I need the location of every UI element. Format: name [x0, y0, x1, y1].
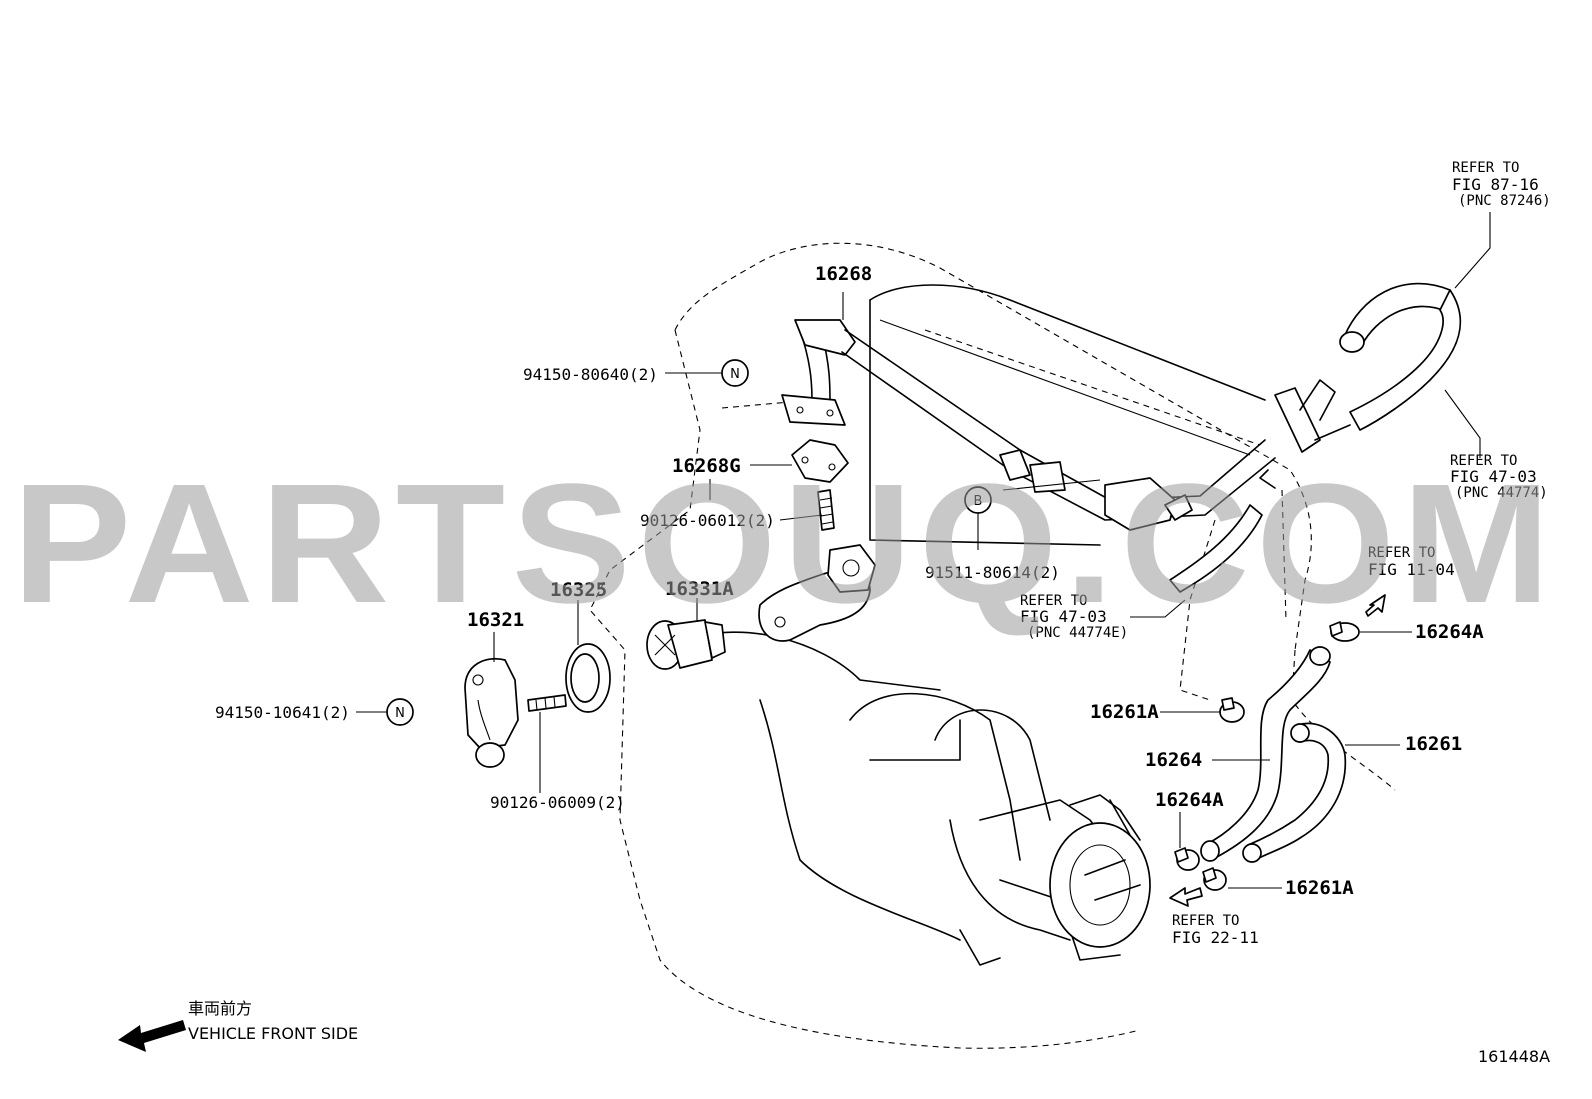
label-90126-06009: 90126-06009(2)	[490, 793, 625, 812]
stud-90126-06009	[527, 694, 567, 712]
svg-text:FIG 47-03: FIG 47-03	[1450, 467, 1537, 486]
stud-90126-06012	[817, 489, 835, 531]
leader-lines	[356, 212, 1491, 889]
bypass-hose-44774E	[1164, 494, 1263, 593]
circle-marker-n-lower: N	[386, 698, 414, 726]
ref-fig-22-11: REFER TO FIG 22-11	[1172, 913, 1259, 947]
ref-fig-47-03-upper: REFER TO FIG 47-03 (PNC 44774)	[1450, 453, 1548, 501]
label-16264A-bot: 16264A	[1155, 789, 1224, 811]
water-inlet-housing	[758, 544, 876, 642]
label-16264: 16264	[1145, 749, 1202, 771]
label-91511-80614: 91511-80614(2)	[925, 563, 1060, 582]
label-16268G: 16268G	[672, 455, 741, 477]
label-16264A-top: 16264A	[1415, 621, 1484, 643]
clamp-16264A-bot	[1174, 847, 1200, 871]
svg-text:(PNC 44774E): (PNC 44774E)	[1027, 625, 1128, 641]
label-94150-80640: 94150-80640(2)	[523, 365, 658, 384]
svg-text:(PNC 87246): (PNC 87246)	[1458, 193, 1551, 209]
ref-fig-11-04: REFER TO FIG 11-04	[1368, 545, 1455, 579]
svg-text:(PNC 44774): (PNC 44774)	[1455, 485, 1548, 501]
heater-hoses-upper	[1339, 282, 1462, 431]
svg-text:REFER TO: REFER TO	[1020, 593, 1087, 609]
front-arrow-icon	[118, 1020, 186, 1052]
label-16261A-bot: 16261A	[1285, 877, 1354, 899]
svg-text:VEHICLE FRONT SIDE: VEHICLE FRONT SIDE	[188, 1024, 358, 1043]
vehicle-front-side-indicator: 車両前方 VEHICLE FRONT SIDE	[118, 999, 358, 1052]
svg-text:FIG 47-03: FIG 47-03	[1020, 607, 1107, 626]
clamp-16261A-top	[1219, 697, 1245, 723]
watermark-text: PARTSOUQ.COM	[12, 449, 1557, 639]
label-16261: 16261	[1405, 733, 1462, 755]
svg-text:REFER TO: REFER TO	[1368, 545, 1435, 561]
label-16261A-top: 16261A	[1090, 701, 1159, 723]
diagram-id: 161448A	[1478, 1047, 1550, 1066]
svg-text:FIG 22-11: FIG 22-11	[1172, 928, 1259, 947]
ref-arrows	[1169, 594, 1386, 907]
engine-block	[689, 284, 1266, 966]
bypass-pipe-16268	[781, 319, 1351, 531]
svg-text:FIG 87-16: FIG 87-16	[1452, 175, 1539, 194]
gasket-16325	[565, 643, 611, 713]
label-16331A: 16331A	[665, 578, 734, 600]
clamp-16264A-top	[1329, 621, 1360, 642]
svg-text:REFER TO: REFER TO	[1452, 160, 1519, 176]
clamp-16261A-bot	[1202, 867, 1227, 891]
svg-text:FIG 11-04: FIG 11-04	[1368, 560, 1455, 579]
label-90126-06012: 90126-06012(2)	[640, 511, 775, 530]
part-labels: 16268 94150-80640(2) 16268G 90126-06012(…	[215, 263, 1484, 899]
hose-16264	[1200, 646, 1331, 862]
hose-16261	[1242, 722, 1347, 863]
ref-fig-87-16: REFER TO FIG 87-16 (PNC 87246)	[1452, 160, 1551, 209]
circle-marker-b: B	[964, 486, 992, 514]
label-16321: 16321	[467, 609, 524, 631]
water-outlet-16321	[464, 658, 519, 768]
svg-text:車両前方: 車両前方	[188, 999, 252, 1018]
thermostat-16331A	[646, 619, 726, 670]
circle-marker-n-upper: N	[721, 359, 749, 387]
label-94150-10641: 94150-10641(2)	[215, 703, 350, 722]
label-16268: 16268	[815, 263, 872, 285]
label-16325: 16325	[550, 579, 607, 601]
svg-text:N: N	[395, 706, 405, 721]
gasket-16268G	[791, 439, 849, 483]
svg-text:B: B	[974, 494, 983, 509]
svg-text:REFER TO: REFER TO	[1172, 913, 1239, 929]
svg-text:REFER TO: REFER TO	[1450, 453, 1517, 469]
svg-text:N: N	[730, 367, 740, 382]
ref-fig-47-03-lower: REFER TO FIG 47-03 (PNC 44774E)	[1020, 593, 1128, 641]
